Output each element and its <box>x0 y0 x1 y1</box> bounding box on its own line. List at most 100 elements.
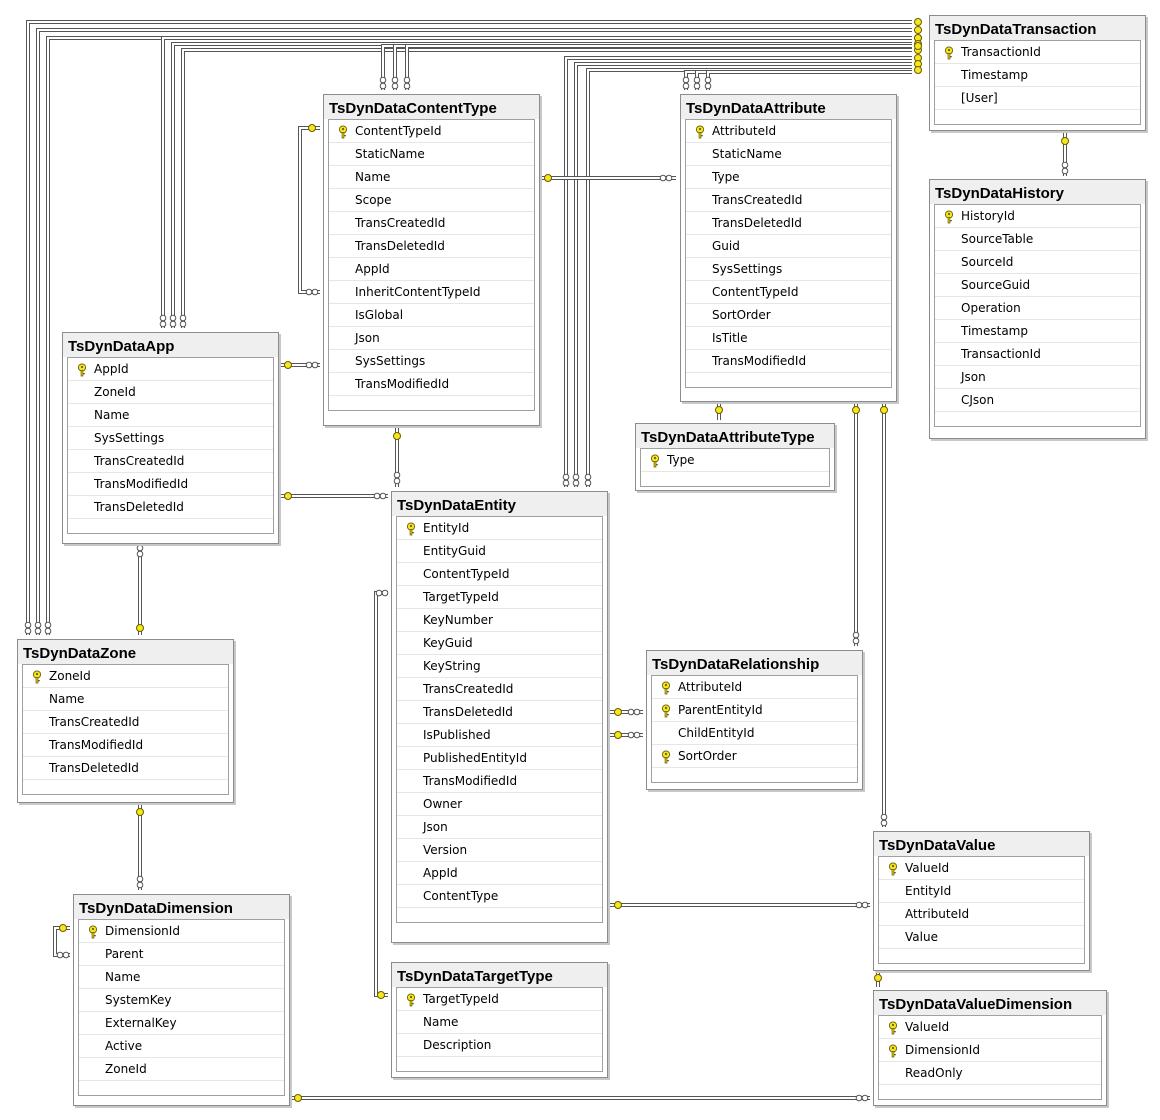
column-row[interactable]: KeyNumber <box>397 609 602 632</box>
relationship-line[interactable] <box>695 70 912 90</box>
column-row[interactable]: Version <box>397 839 602 862</box>
column-row[interactable]: Json <box>397 816 602 839</box>
column-row[interactable]: StaticName <box>329 143 534 166</box>
column-row[interactable]: Timestamp <box>935 320 1140 343</box>
column-row[interactable]: ZoneId <box>23 665 228 688</box>
relationship-line[interactable] <box>181 48 912 328</box>
column-row[interactable]: Description <box>397 1034 602 1057</box>
column-row[interactable]: AttributeId <box>652 676 857 699</box>
column-row[interactable]: TransCreatedId <box>23 711 228 734</box>
column-row[interactable]: ContentTypeId <box>397 563 602 586</box>
column-row[interactable]: ExternalKey <box>79 1012 284 1035</box>
column-row[interactable]: TransCreatedId <box>686 189 891 212</box>
column-row[interactable]: Operation <box>935 297 1140 320</box>
column-row[interactable]: HistoryId <box>935 205 1140 228</box>
column-row[interactable]: PublishedEntityId <box>397 747 602 770</box>
column-row[interactable]: Active <box>79 1035 284 1058</box>
column-row[interactable]: TransModifiedId <box>68 473 273 496</box>
column-row[interactable]: ReadOnly <box>879 1062 1101 1085</box>
column-row[interactable]: TransDeletedId <box>329 235 534 258</box>
column-row[interactable]: Type <box>641 449 829 472</box>
column-row[interactable]: TransModifiedId <box>329 373 534 396</box>
column-row[interactable]: AttributeId <box>686 120 891 143</box>
column-row[interactable]: TransactionId <box>935 41 1140 64</box>
column-row[interactable]: TransDeletedId <box>68 496 273 519</box>
column-row[interactable]: AppId <box>397 862 602 885</box>
relationship-line[interactable] <box>161 36 912 328</box>
column-row[interactable]: AttributeId <box>879 903 1084 926</box>
column-row[interactable]: ContentType <box>397 885 602 908</box>
column-row[interactable]: Name <box>329 166 534 189</box>
column-row[interactable]: SortOrder <box>686 304 891 327</box>
column-row[interactable]: SourceGuid <box>935 274 1140 297</box>
column-row[interactable]: Timestamp <box>935 64 1140 87</box>
column-row[interactable]: SysSettings <box>329 350 534 373</box>
column-row[interactable]: TransactionId <box>935 343 1140 366</box>
column-row[interactable]: AppId <box>68 358 273 381</box>
column-row[interactable]: TransCreatedId <box>68 450 273 473</box>
column-row[interactable]: EntityId <box>879 880 1084 903</box>
column-row[interactable]: AppId <box>329 258 534 281</box>
column-row[interactable]: TransDeletedId <box>397 701 602 724</box>
relationship-line[interactable] <box>564 56 912 487</box>
relationship-line[interactable] <box>574 62 912 487</box>
column-row[interactable]: InheritContentTypeId <box>329 281 534 304</box>
column-row[interactable]: SourceTable <box>935 228 1140 251</box>
column-row[interactable]: ParentEntityId <box>652 699 857 722</box>
relationship-line[interactable] <box>706 70 912 90</box>
column-row[interactable]: Type <box>686 166 891 189</box>
relationship-line[interactable] <box>36 28 912 635</box>
column-row[interactable]: Json <box>329 327 534 350</box>
column-row[interactable]: DimensionId <box>879 1039 1101 1062</box>
column-row[interactable]: Value <box>879 926 1084 949</box>
column-row[interactable]: TargetTypeId <box>397 988 602 1011</box>
column-row[interactable]: Name <box>79 966 284 989</box>
column-row[interactable]: TargetTypeId <box>397 586 602 609</box>
relationship-line[interactable] <box>684 70 912 90</box>
relationship-line[interactable] <box>405 44 912 90</box>
column-row[interactable]: SysSettings <box>686 258 891 281</box>
relationship-line[interactable] <box>298 126 320 294</box>
column-row[interactable]: Name <box>23 688 228 711</box>
column-row[interactable]: SysSettings <box>68 427 273 450</box>
column-row[interactable]: IsGlobal <box>329 304 534 327</box>
column-row[interactable]: ZoneId <box>68 381 273 404</box>
column-row[interactable]: Owner <box>397 793 602 816</box>
relationship-line[interactable] <box>53 926 70 957</box>
column-row[interactable]: ValueId <box>879 857 1084 880</box>
relationship-line[interactable] <box>26 20 912 635</box>
column-row[interactable]: Name <box>68 404 273 427</box>
column-row[interactable]: ContentTypeId <box>329 120 534 143</box>
column-row[interactable]: ZoneId <box>79 1058 284 1081</box>
column-row[interactable]: EntityGuid <box>397 540 602 563</box>
column-row[interactable]: Name <box>397 1011 602 1034</box>
column-row[interactable]: CJson <box>935 389 1140 412</box>
column-row[interactable]: SourceId <box>935 251 1140 274</box>
column-row[interactable]: ChildEntityId <box>652 722 857 745</box>
column-row[interactable]: IsPublished <box>397 724 602 747</box>
column-row[interactable]: ValueId <box>879 1016 1101 1039</box>
column-row[interactable]: TransCreatedId <box>329 212 534 235</box>
column-row[interactable]: KeyString <box>397 655 602 678</box>
column-row[interactable]: TransCreatedId <box>397 678 602 701</box>
relationship-line[interactable] <box>374 591 388 997</box>
column-row[interactable]: IsTitle <box>686 327 891 350</box>
column-row[interactable]: EntityId <box>397 517 602 540</box>
column-row[interactable]: Parent <box>79 943 284 966</box>
column-row[interactable]: [User] <box>935 87 1140 110</box>
column-row[interactable]: ContentTypeId <box>686 281 891 304</box>
column-row[interactable]: Scope <box>329 189 534 212</box>
column-row[interactable]: TransModifiedId <box>397 770 602 793</box>
